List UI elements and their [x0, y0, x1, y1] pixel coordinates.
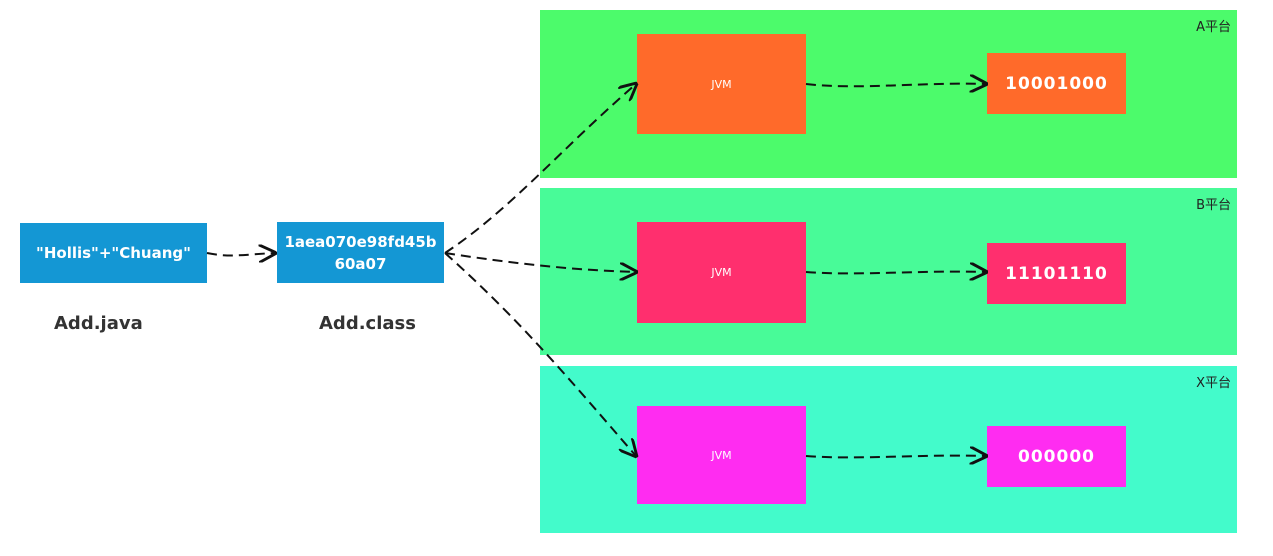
bytecode-box: 1aea070e98fd45b 60a07 — [277, 222, 444, 283]
jvm-label-x: JVM — [711, 448, 732, 462]
jvm-label-a: JVM — [711, 77, 732, 91]
source-file-caption: Add.java — [54, 313, 143, 334]
arrow-bytecode-to-jvm-x — [444, 252, 636, 456]
jvm-box-a: JVM — [637, 34, 806, 134]
machine-code-x: 000000 — [1018, 446, 1095, 467]
bytecode-file-caption: Add.class — [319, 313, 416, 334]
machine-code-a: 10001000 — [1005, 73, 1108, 94]
bytecode-line-1: 1aea070e98fd45b — [284, 232, 437, 251]
source-code-text: "Hollis"+"Chuang" — [36, 244, 191, 262]
bytecode-line-2: 60a07 — [334, 254, 387, 273]
arrow-bytecode-to-jvm-a — [444, 84, 636, 254]
arrow-jvm-a-to-code — [805, 84, 986, 87]
jvm-box-x: JVM — [637, 406, 806, 504]
platform-x-label: X平台 — [1196, 376, 1231, 391]
machine-code-box-x: 000000 — [987, 426, 1126, 487]
machine-code-b: 11101110 — [1005, 263, 1108, 284]
arrow-jvm-x-to-code — [805, 456, 986, 458]
arrow-jvm-b-to-code — [805, 272, 986, 274]
jvm-box-b: JVM — [637, 222, 806, 323]
jvm-label-b: JVM — [711, 266, 732, 279]
source-code-box: "Hollis"+"Chuang" — [20, 223, 207, 283]
machine-code-box-a: 10001000 — [987, 53, 1126, 114]
platform-a-label: A平台 — [1196, 20, 1231, 35]
platform-b-label: B平台 — [1196, 198, 1231, 213]
arrow-bytecode-to-jvm-b — [444, 252, 636, 272]
machine-code-box-b: 11101110 — [987, 243, 1126, 304]
arrow-source-to-bytecode — [206, 253, 275, 255]
